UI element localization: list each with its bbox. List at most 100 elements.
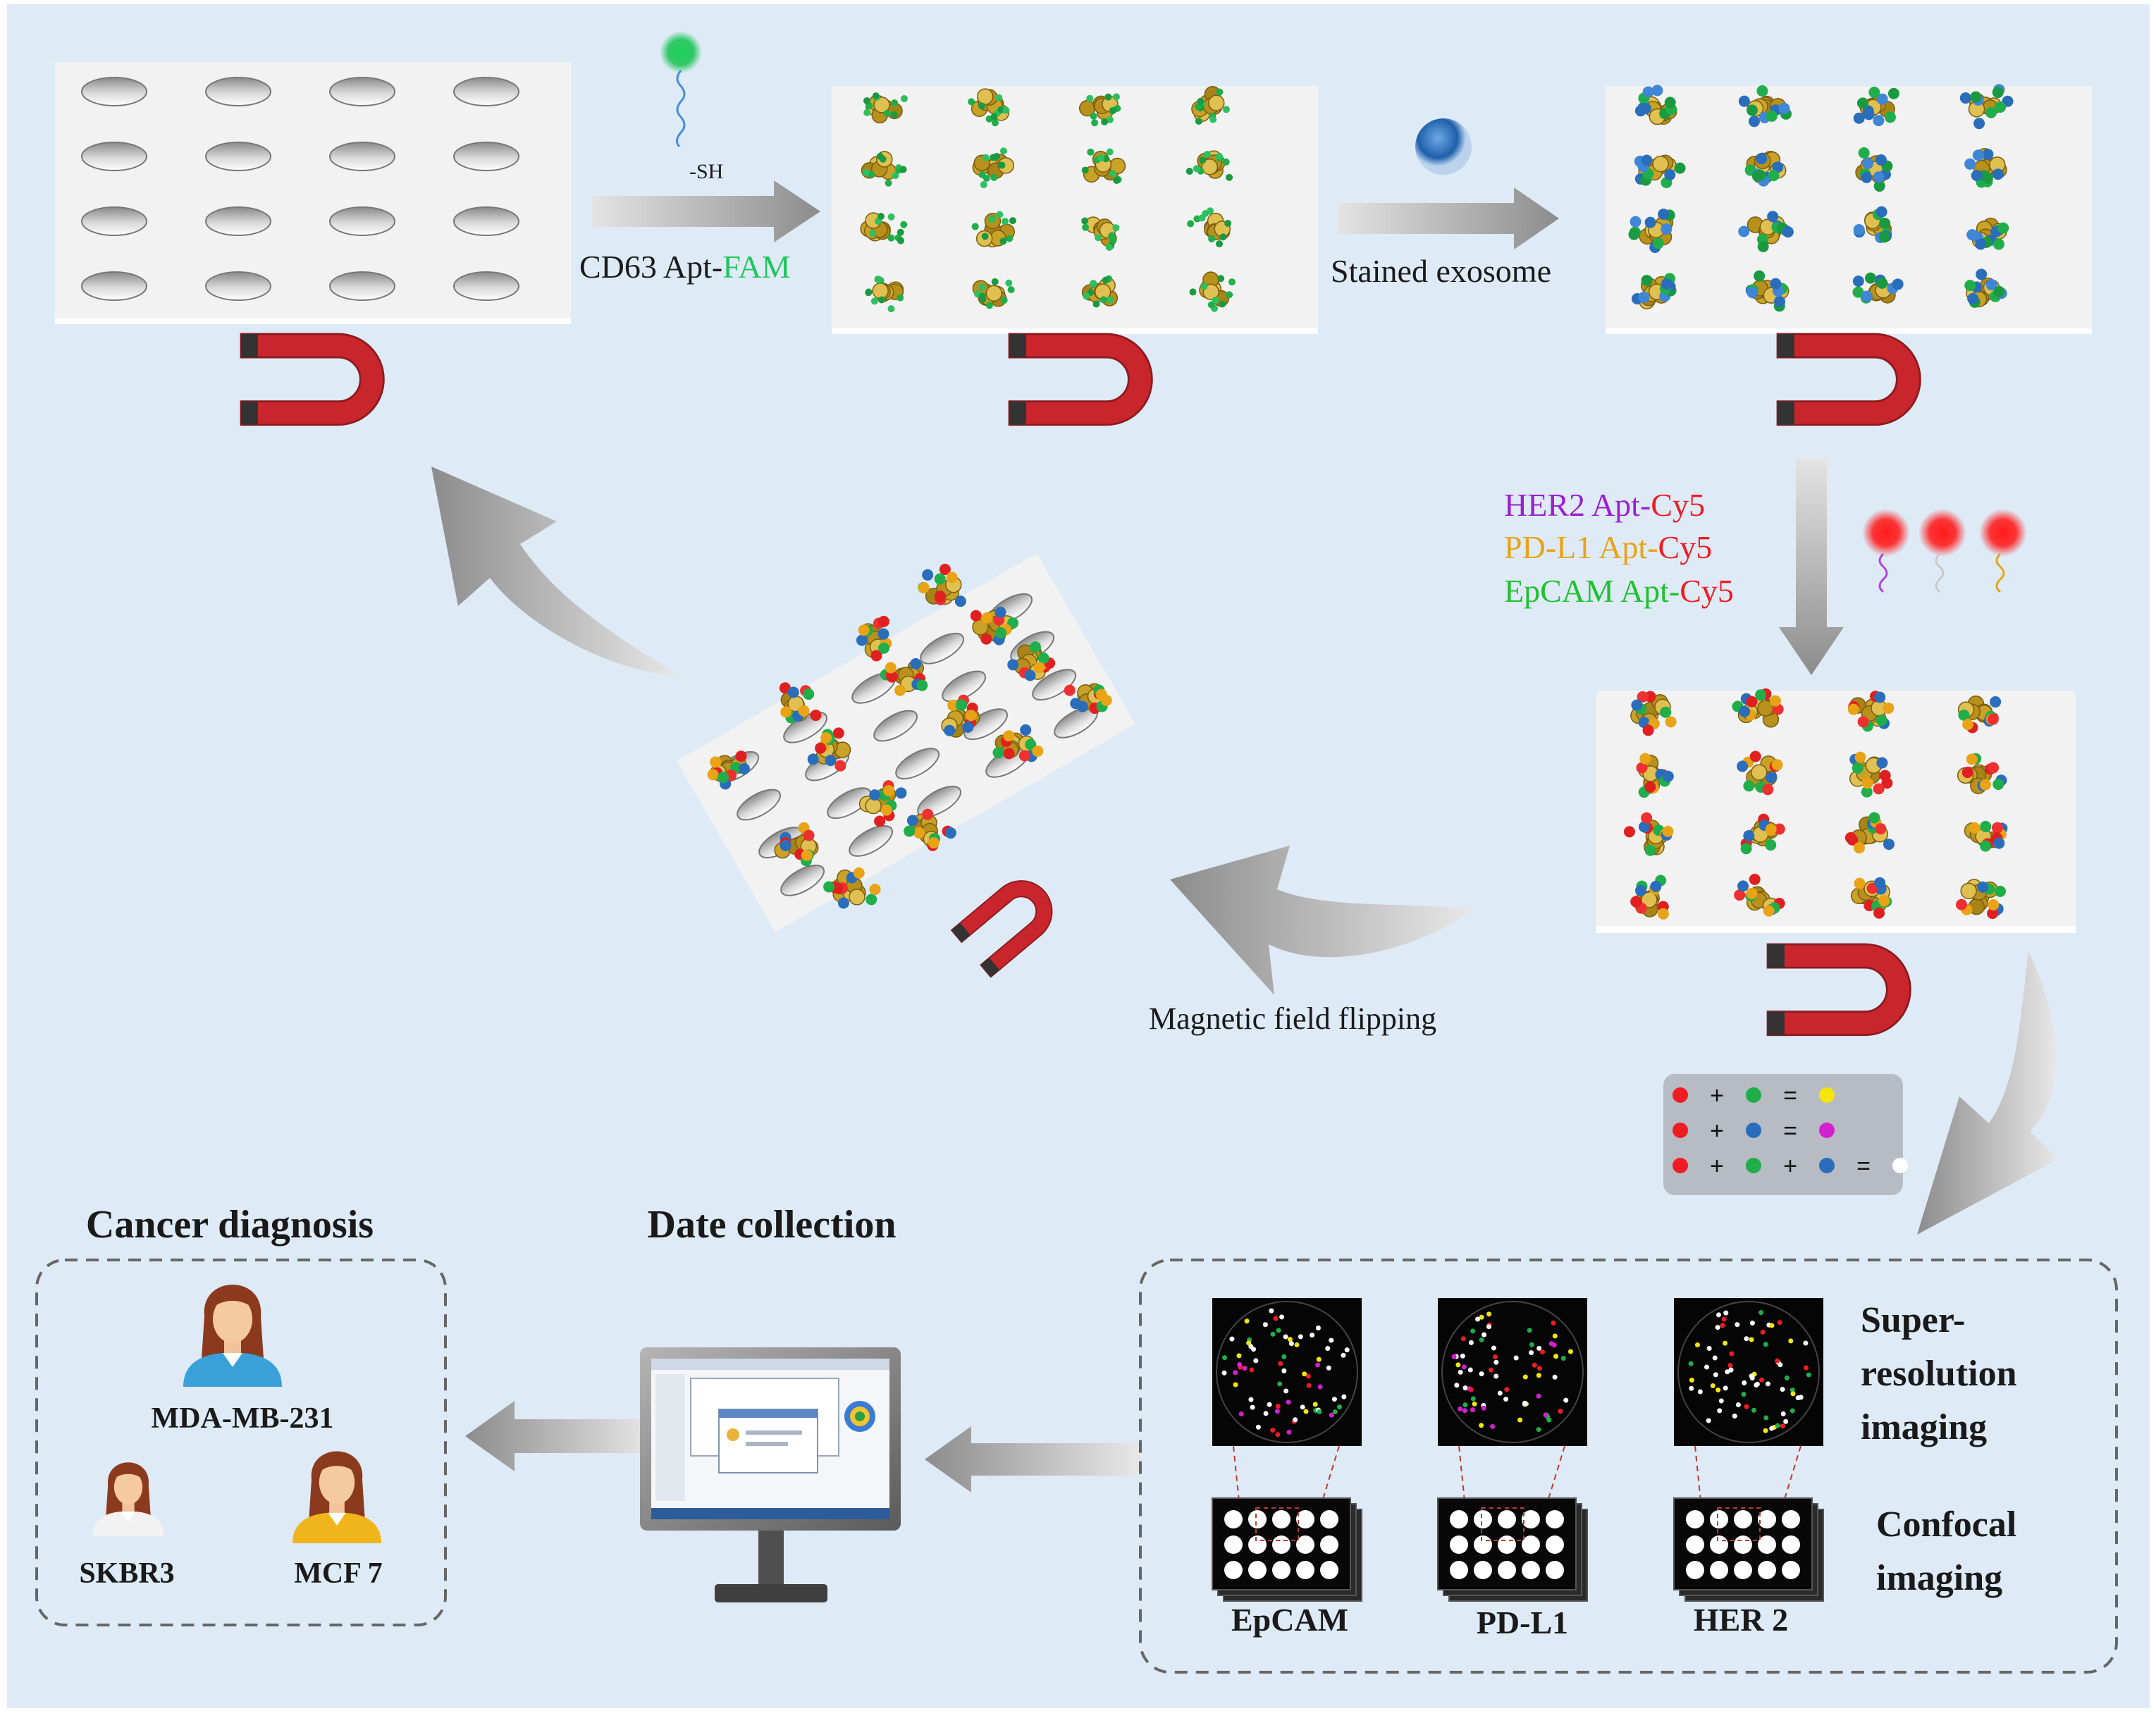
fluorescent-spot	[1697, 1389, 1703, 1395]
exosome-cluster	[904, 808, 956, 851]
fluorescent-dot	[1738, 225, 1750, 237]
fluorescent-spot	[1721, 1316, 1727, 1322]
plus-sign: +	[1710, 1118, 1724, 1144]
exosome-cluster	[856, 615, 892, 662]
fluorescent-dot	[853, 867, 865, 879]
fluorescent-spot	[1237, 1361, 1243, 1367]
cancer-diagnosis-title: Cancer diagnosis	[86, 1203, 374, 1247]
fluorescent-dot	[1995, 101, 2007, 113]
exosome-cluster	[807, 727, 851, 772]
fluorescent-dot	[1847, 834, 1859, 846]
well-spot	[1710, 1510, 1728, 1528]
fluorescent-dot	[1634, 105, 1646, 117]
super-resolution-label-2: resolution	[1861, 1354, 2017, 1394]
fluorescent-dot	[1966, 753, 1978, 765]
microwell	[205, 142, 271, 171]
fluorescent-dot	[1219, 300, 1226, 308]
fluorescent-dot	[1112, 224, 1120, 232]
fluorescent-spot	[1490, 1423, 1496, 1429]
fluorescent-dot	[738, 762, 750, 774]
fluorescent-spot	[1310, 1333, 1315, 1338]
fluorescent-dot	[1090, 280, 1097, 288]
confocal-label-2: imaging	[1876, 1558, 2002, 1598]
fluorescent-spot	[1281, 1354, 1287, 1359]
aptamer-coated-plate	[832, 85, 1318, 334]
fluorescent-dot	[710, 756, 722, 768]
well-spot	[1546, 1561, 1564, 1579]
fluorescent-dot	[1861, 171, 1873, 183]
fluorescent-spot	[1718, 1398, 1724, 1404]
fluorescent-dot	[798, 705, 810, 717]
fluorescent-dot	[1994, 885, 2006, 897]
fluorescent-dot	[1875, 206, 1887, 218]
fluorescent-dot	[1766, 110, 1778, 122]
fluorescent-dot	[834, 760, 846, 772]
fluorescent-dot	[934, 573, 946, 585]
exosome-cluster	[1081, 148, 1126, 185]
arrow-step3	[1779, 458, 1844, 675]
fluorescent-spot	[1723, 1385, 1728, 1391]
well-spot	[1782, 1510, 1800, 1528]
fluorescent-dot	[1874, 691, 1886, 703]
fluorescent-spot	[1689, 1385, 1694, 1391]
color-mixing-legend: +=+=++=	[1663, 1074, 1908, 1195]
fluorescent-spot	[1233, 1370, 1238, 1376]
fluorescent-dot	[982, 174, 990, 182]
fluorescent-spot	[1341, 1352, 1346, 1358]
fluorescent-spot	[1298, 1334, 1303, 1340]
well-spot	[1758, 1561, 1776, 1579]
fluorescent-dot	[991, 119, 999, 127]
fluorescent-dot	[1661, 223, 1673, 235]
fluorescent-dot	[1102, 276, 1109, 284]
fluorescent-dot	[900, 221, 908, 228]
fluorescent-spot	[1548, 1341, 1554, 1347]
fluorescent-dot	[934, 591, 946, 602]
fluorescent-spot	[1522, 1400, 1527, 1406]
fluorescent-dot	[1847, 703, 1859, 715]
fluorescent-dot	[1961, 767, 1973, 779]
fluorescent-dot	[1959, 92, 1971, 104]
fluorescent-spot	[1536, 1345, 1542, 1351]
fam-label: FAM	[722, 249, 790, 285]
fluorescent-dot	[872, 92, 880, 100]
arrow-to-computer	[925, 1426, 1140, 1493]
fluorescent-dot	[886, 671, 898, 683]
fluorescent-dot	[1644, 781, 1656, 793]
woman-avatar-icon	[92, 1462, 164, 1536]
microwell	[329, 142, 395, 171]
fluorescent-spot	[1532, 1362, 1537, 1368]
magnet-pole	[951, 922, 971, 943]
fluorescent-dot	[1001, 218, 1009, 225]
color-dot	[1746, 1087, 1761, 1103]
fluorescent-spot	[1763, 1415, 1769, 1421]
fluorescent-dot	[891, 99, 899, 107]
fluorescent-spot	[1497, 1390, 1503, 1396]
fluorescent-spot	[1283, 1334, 1288, 1340]
fluorescent-dot	[1876, 93, 1888, 105]
fluorescent-dot	[876, 152, 884, 160]
fluorescent-dot	[999, 237, 1007, 245]
fluorescent-dot	[1003, 730, 1015, 742]
exosome-cluster	[1734, 873, 1785, 917]
fluorescent-dot	[883, 109, 891, 117]
well-spot	[1522, 1535, 1540, 1554]
fluorescent-spot	[1263, 1411, 1269, 1416]
fluorescent-dot	[1969, 822, 1981, 834]
fluorescent-dot	[862, 169, 870, 177]
color-dot	[1819, 1123, 1835, 1138]
well-spot	[1474, 1535, 1492, 1554]
exosome-cluster	[1623, 812, 1674, 856]
fluorescent-dot	[1642, 86, 1654, 98]
fluorescent-dot	[922, 808, 934, 820]
fluorescent-spot	[1246, 1340, 1252, 1346]
fluorescent-spot	[1567, 1349, 1573, 1354]
fluorescent-spot	[1713, 1372, 1718, 1378]
fluorescent-dot	[1988, 898, 2000, 910]
fluorescent-spot	[1329, 1337, 1334, 1343]
fluorescent-dot	[1883, 839, 1895, 851]
fluorescent-dot	[1081, 166, 1089, 174]
fluorescent-spot	[1300, 1404, 1305, 1410]
fluorescent-dot	[1636, 762, 1648, 774]
fluorescent-dot	[1105, 243, 1113, 251]
fluorescent-dot	[1641, 812, 1653, 824]
